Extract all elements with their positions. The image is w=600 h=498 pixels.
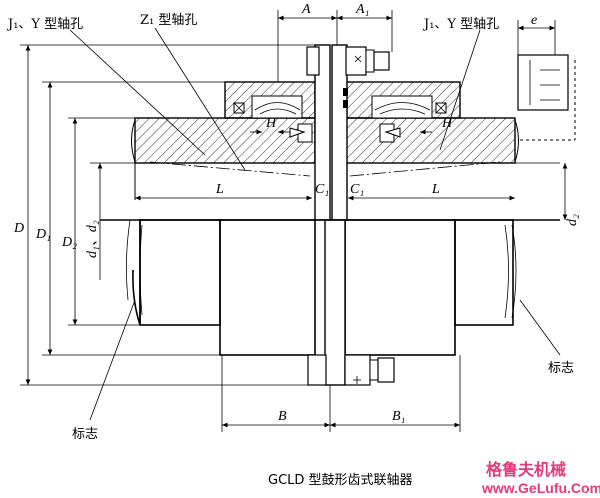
right-hub — [344, 117, 519, 356]
label-mark-left: 标志 — [72, 427, 98, 442]
label-mid-bore: Z₁ 型轴孔 — [140, 13, 197, 28]
watermark-url: www.GeLufu.Com — [481, 480, 600, 496]
bolt-bottom — [307, 354, 395, 386]
dim-H-left: H — [265, 116, 277, 131]
bolt-top — [306, 46, 390, 76]
dim-D2: D₂ — [61, 235, 77, 250]
dim-L-right: L — [431, 182, 440, 197]
dim-e: e — [531, 13, 537, 28]
left-hub — [126, 117, 316, 356]
dimension-lines — [20, 10, 568, 432]
label-right-bore: J₁、Y 型轴孔 — [422, 17, 499, 32]
label-left-bore: J₁、Y 型轴孔 — [6, 17, 83, 32]
center-flange — [314, 44, 348, 386]
dim-C1-right: C₁ — [350, 182, 364, 197]
leader-lines — [69, 27, 561, 421]
dim-B: B — [278, 409, 287, 424]
dim-A: A — [301, 2, 311, 17]
dim-D: D — [13, 221, 24, 236]
dim-B1: B₁ — [392, 409, 405, 424]
label-mark-right: 标志 — [548, 361, 574, 376]
dim-D1: D₁ — [35, 227, 51, 242]
dim-A1: A₁ — [355, 2, 369, 17]
figure-caption: GCLD 型鼓形齿式联轴器 — [268, 473, 413, 488]
dim-H-right: H — [441, 116, 453, 131]
watermark-cn: 格鲁夫机械 — [486, 460, 566, 479]
sleeve-top — [224, 81, 461, 119]
right-shaft-end — [517, 54, 576, 141]
dim-L-left: L — [215, 182, 224, 197]
dim-dz: d₂ — [565, 214, 580, 226]
set-screws — [289, 123, 401, 143]
dim-d1-dz: d₁、d₂ — [85, 220, 100, 258]
dim-C1-left: C₁ — [315, 182, 329, 197]
